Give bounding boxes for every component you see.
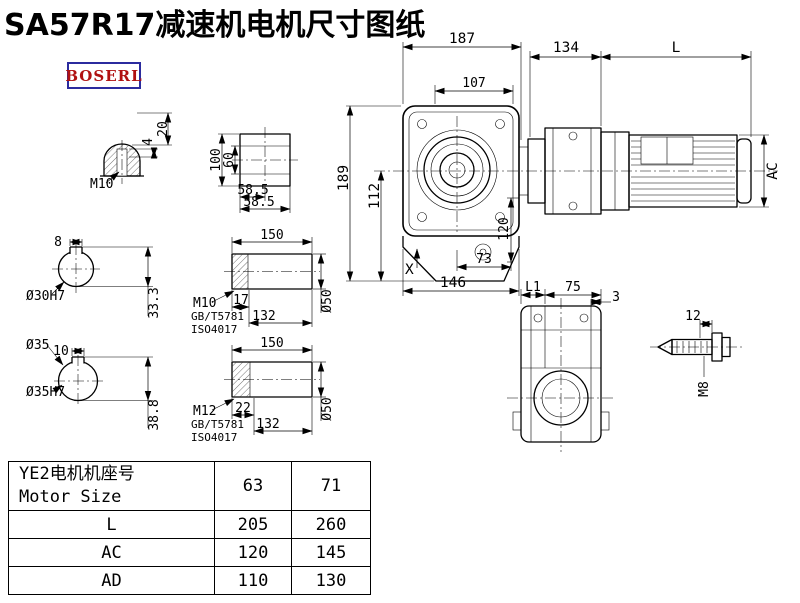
motor-size-table: YE2电机机座号 Motor Size 63 71 L 205 260 AC 1… xyxy=(8,461,371,595)
dim-132b-label: 132 xyxy=(256,417,279,432)
dim-585a-label: 58.5 xyxy=(237,183,268,198)
page-title: SA57R17减速机电机尺寸图纸 xyxy=(4,8,426,43)
table-header-en: Motor Size xyxy=(19,487,122,507)
value-ac-71: 145 xyxy=(291,538,371,567)
frame-size-71: 71 xyxy=(291,461,371,511)
dim-150a-label: 150 xyxy=(260,228,283,243)
dim-189-label: 189 xyxy=(336,165,352,191)
dia-50a-label: Ø50 xyxy=(320,289,335,312)
dim-187-label: 187 xyxy=(449,31,475,47)
output-flange-view: L1 75 3 xyxy=(507,280,620,452)
dim-10-label: 10 xyxy=(53,344,69,359)
dia-35-label: Ø35 xyxy=(26,338,49,353)
table-row-ad: AD 110 130 xyxy=(8,566,371,595)
dim-585b-label: 58.5 xyxy=(243,195,274,210)
keyway-end-view: 4 20 M10 xyxy=(90,112,172,192)
shaft-side-m12-view: 150 M12 GB/T5781 ISO4017 22 132 Ø50 xyxy=(191,336,335,444)
dim-17-label: 17 xyxy=(233,293,249,308)
dia-50b-label: Ø50 xyxy=(320,397,335,420)
dim-20-label: 20 xyxy=(156,121,171,137)
table-header-cell: YE2电机机座号 Motor Size xyxy=(8,461,215,511)
row-label-ac: AC xyxy=(8,538,215,567)
shaft-section-30: 8 Ø30H7 33.3 xyxy=(26,235,162,319)
dim-388-label: 38.8 xyxy=(147,399,162,430)
value-ac-63: 120 xyxy=(214,538,292,567)
std-iso4017-b-label: ISO4017 xyxy=(191,431,237,444)
thread-m10-tip-label: M10 xyxy=(193,296,216,311)
dim-120-label: 120 xyxy=(497,217,512,240)
dim-22-label: 22 xyxy=(235,401,251,416)
value-l-63: 205 xyxy=(214,510,292,539)
value-ad-63: 110 xyxy=(214,566,292,595)
dim-l-label: L xyxy=(672,40,681,56)
dim-112-label: 112 xyxy=(367,183,383,209)
dim-4-label: 4 xyxy=(141,138,156,146)
bolt-detail-view: 12 M8 xyxy=(650,309,742,397)
row-label-l: L xyxy=(8,510,215,539)
dim-100-label: 100 xyxy=(209,148,224,171)
std-gbt5781-b-label: GB/T5781 xyxy=(191,418,244,431)
table-header-row: YE2电机机座号 Motor Size 63 71 xyxy=(8,461,371,511)
std-iso4017-a-label: ISO4017 xyxy=(191,323,237,336)
brand-logo: BOSERL xyxy=(65,62,142,89)
dim-60-label: 60 xyxy=(222,152,237,168)
dim-75-label: 75 xyxy=(565,280,581,295)
shaft-section-35: 10 Ø35 Ø35H7 38.8 xyxy=(26,338,162,431)
dim-l1-label: L1 xyxy=(525,280,541,295)
dim-73-label: 73 xyxy=(476,252,492,267)
dim-3-label: 3 xyxy=(612,290,620,305)
dim-134-label: 134 xyxy=(553,40,579,56)
value-l-71: 260 xyxy=(291,510,371,539)
table-row-l: L 205 260 xyxy=(8,510,371,539)
marker-x-label: X xyxy=(405,262,414,278)
frame-size-63: 63 xyxy=(214,461,292,511)
table-row-ac: AC 120 145 xyxy=(8,538,371,567)
dim-132a-label: 132 xyxy=(252,309,275,324)
thread-m10-label: M10 xyxy=(90,177,113,192)
std-gbt5781-a-label: GB/T5781 xyxy=(191,310,244,323)
row-label-ad: AD xyxy=(8,566,215,595)
dim-8-label: 8 xyxy=(54,235,62,250)
thread-m8-label: M8 xyxy=(697,381,712,397)
shaft-side-m10-view: 150 M10 GB/T5781 ISO4017 17 132 Ø50 xyxy=(191,228,335,336)
table-header-cn: YE2电机机座号 xyxy=(19,464,135,485)
dim-ac-label: AC xyxy=(765,162,781,179)
thread-m12-tip-label: M12 xyxy=(193,404,216,419)
dim-107-label: 107 xyxy=(462,76,485,91)
motor-side-view: 134 L AC xyxy=(374,40,781,215)
dim-146-label: 146 xyxy=(440,275,466,291)
gearbox-front-view: X 187 107 189 112 120 73 146 xyxy=(336,31,522,296)
bore-30h7-label: Ø30H7 xyxy=(26,289,65,304)
dim-333-label: 33.3 xyxy=(147,287,162,318)
dim-12-label: 12 xyxy=(685,309,701,324)
dim-150b-label: 150 xyxy=(260,336,283,351)
shaft-end-top-view: 100 60 58.5 58.5 xyxy=(209,127,298,213)
value-ad-71: 130 xyxy=(291,566,371,595)
